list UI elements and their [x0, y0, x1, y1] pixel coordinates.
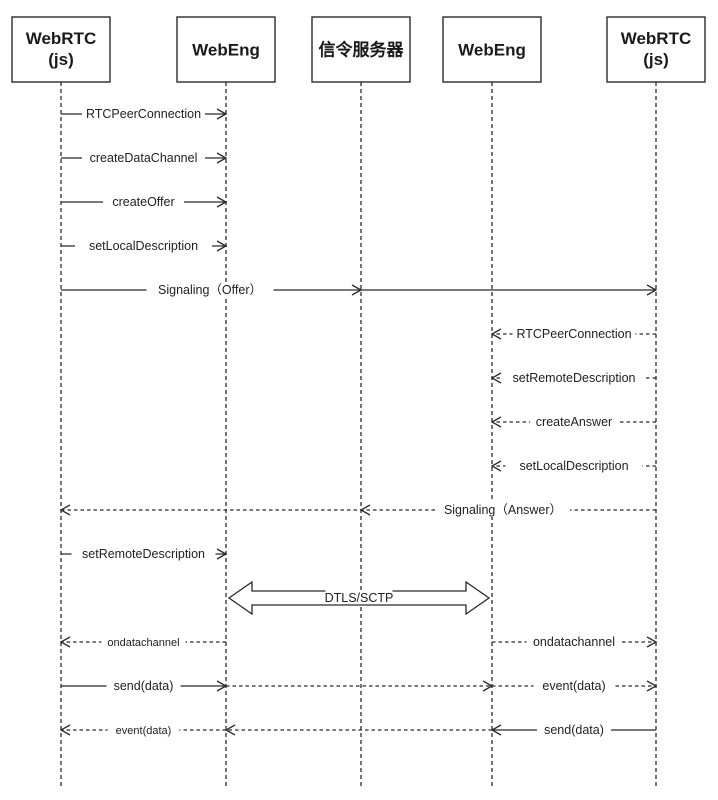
message-label: Signaling（Answer） [444, 503, 562, 517]
message-label: setRemoteDescription [513, 371, 636, 385]
label-bg [103, 194, 184, 209]
arrow-head [216, 240, 228, 252]
message-label: event(data) [542, 679, 605, 693]
message: setLocalDescription [490, 458, 656, 473]
actor-box-frame [311, 16, 411, 83]
actor-label: WebEng [192, 41, 260, 60]
message [226, 680, 494, 692]
message: send(data) [490, 722, 656, 737]
arrow-head [646, 284, 658, 296]
message: event(data) [492, 678, 658, 693]
label-bg [101, 634, 186, 649]
message-label: send(data) [544, 723, 604, 737]
message: RTCPeerConnection [61, 106, 228, 121]
message: setRemoteDescription [61, 546, 228, 561]
arrow-head [490, 328, 502, 340]
actor-label: WebEng [458, 41, 526, 60]
actor-box: WebEng [442, 16, 542, 83]
actor-label: WebRTC [26, 29, 97, 48]
actor-box: WebEng [176, 16, 276, 83]
label-bg [530, 414, 618, 429]
label-bg [512, 326, 636, 341]
actors: WebRTC (js) WebEng 信令服务器 WebEng WebRTC (js) [11, 16, 706, 83]
arrow-head [490, 372, 502, 384]
message: event(data) [59, 722, 226, 737]
message: Signaling（Offer） [61, 282, 658, 297]
label-bg [526, 634, 622, 649]
arrow-head [216, 196, 228, 208]
label-bg [533, 678, 615, 693]
label-bg [537, 722, 611, 737]
message-label: setLocalDescription [519, 459, 628, 473]
message: Signaling（Answer） [59, 502, 656, 517]
message: setLocalDescription [61, 238, 228, 253]
message: ondatachannel [492, 634, 658, 649]
message-label: setLocalDescription [89, 239, 198, 253]
message-label: createAnswer [536, 415, 612, 429]
arrow-head [490, 460, 502, 472]
actor-label: (js) [643, 50, 669, 69]
label-bg [436, 502, 570, 517]
arrow-head [216, 548, 228, 560]
actor-box-frame [606, 16, 706, 83]
arrow-head [59, 504, 71, 516]
message: send(data) [61, 678, 228, 693]
message-label: DTLS/SCTP [325, 591, 394, 605]
label-bg [82, 150, 205, 165]
message-label: setRemoteDescription [82, 547, 205, 561]
actor-box-frame [442, 16, 542, 83]
message-label: event(data) [116, 725, 172, 737]
message-label: createDataChannel [90, 151, 198, 165]
message: RTCPeerConnection [490, 326, 656, 341]
label-bg [75, 238, 212, 253]
actor-box-frame [11, 16, 111, 83]
label-bg [82, 106, 205, 121]
message: ondatachannel [59, 634, 226, 649]
label-bg [107, 722, 180, 737]
label-bg [106, 678, 181, 693]
arrow-head [646, 680, 658, 692]
message-label: ondatachannel [107, 637, 179, 649]
message-label: ondatachannel [533, 635, 615, 649]
lifelines [60, 82, 657, 786]
label-bg [71, 546, 216, 561]
actor-label: (js) [48, 50, 74, 69]
message-label: RTCPeerConnection [516, 327, 631, 341]
arrow-head [351, 284, 363, 296]
actor-label: 信令服务器 [319, 40, 405, 60]
actor-label: WebRTC [621, 29, 692, 48]
message-label: send(data) [114, 679, 174, 693]
message: createOffer [61, 194, 228, 209]
arrow-head [216, 152, 228, 164]
arrow-head [59, 724, 71, 736]
message: setRemoteDescription [490, 370, 656, 385]
message: createAnswer [490, 414, 656, 429]
label-bg [502, 370, 646, 385]
arrow-head [490, 416, 502, 428]
message [224, 724, 492, 736]
arrow-head [216, 108, 228, 120]
actor-box: 信令服务器 [311, 16, 411, 83]
message-label: Signaling（Offer） [158, 283, 262, 297]
message: DTLS/SCTP [227, 580, 491, 616]
message-label: createOffer [112, 195, 174, 209]
arrow-head [646, 636, 658, 648]
label-bg [325, 590, 393, 604]
label-bg [505, 458, 643, 473]
actor-box-frame [176, 16, 276, 83]
arrow-head [359, 504, 371, 516]
message-label: RTCPeerConnection [86, 107, 201, 121]
message: createDataChannel [61, 150, 228, 165]
actor-box: WebRTC (js) [11, 16, 111, 83]
arrow-head [59, 636, 71, 648]
actor-box: WebRTC (js) [606, 16, 706, 83]
messages: RTCPeerConnection createDataChannel create… [59, 106, 658, 737]
label-bg [146, 282, 274, 297]
